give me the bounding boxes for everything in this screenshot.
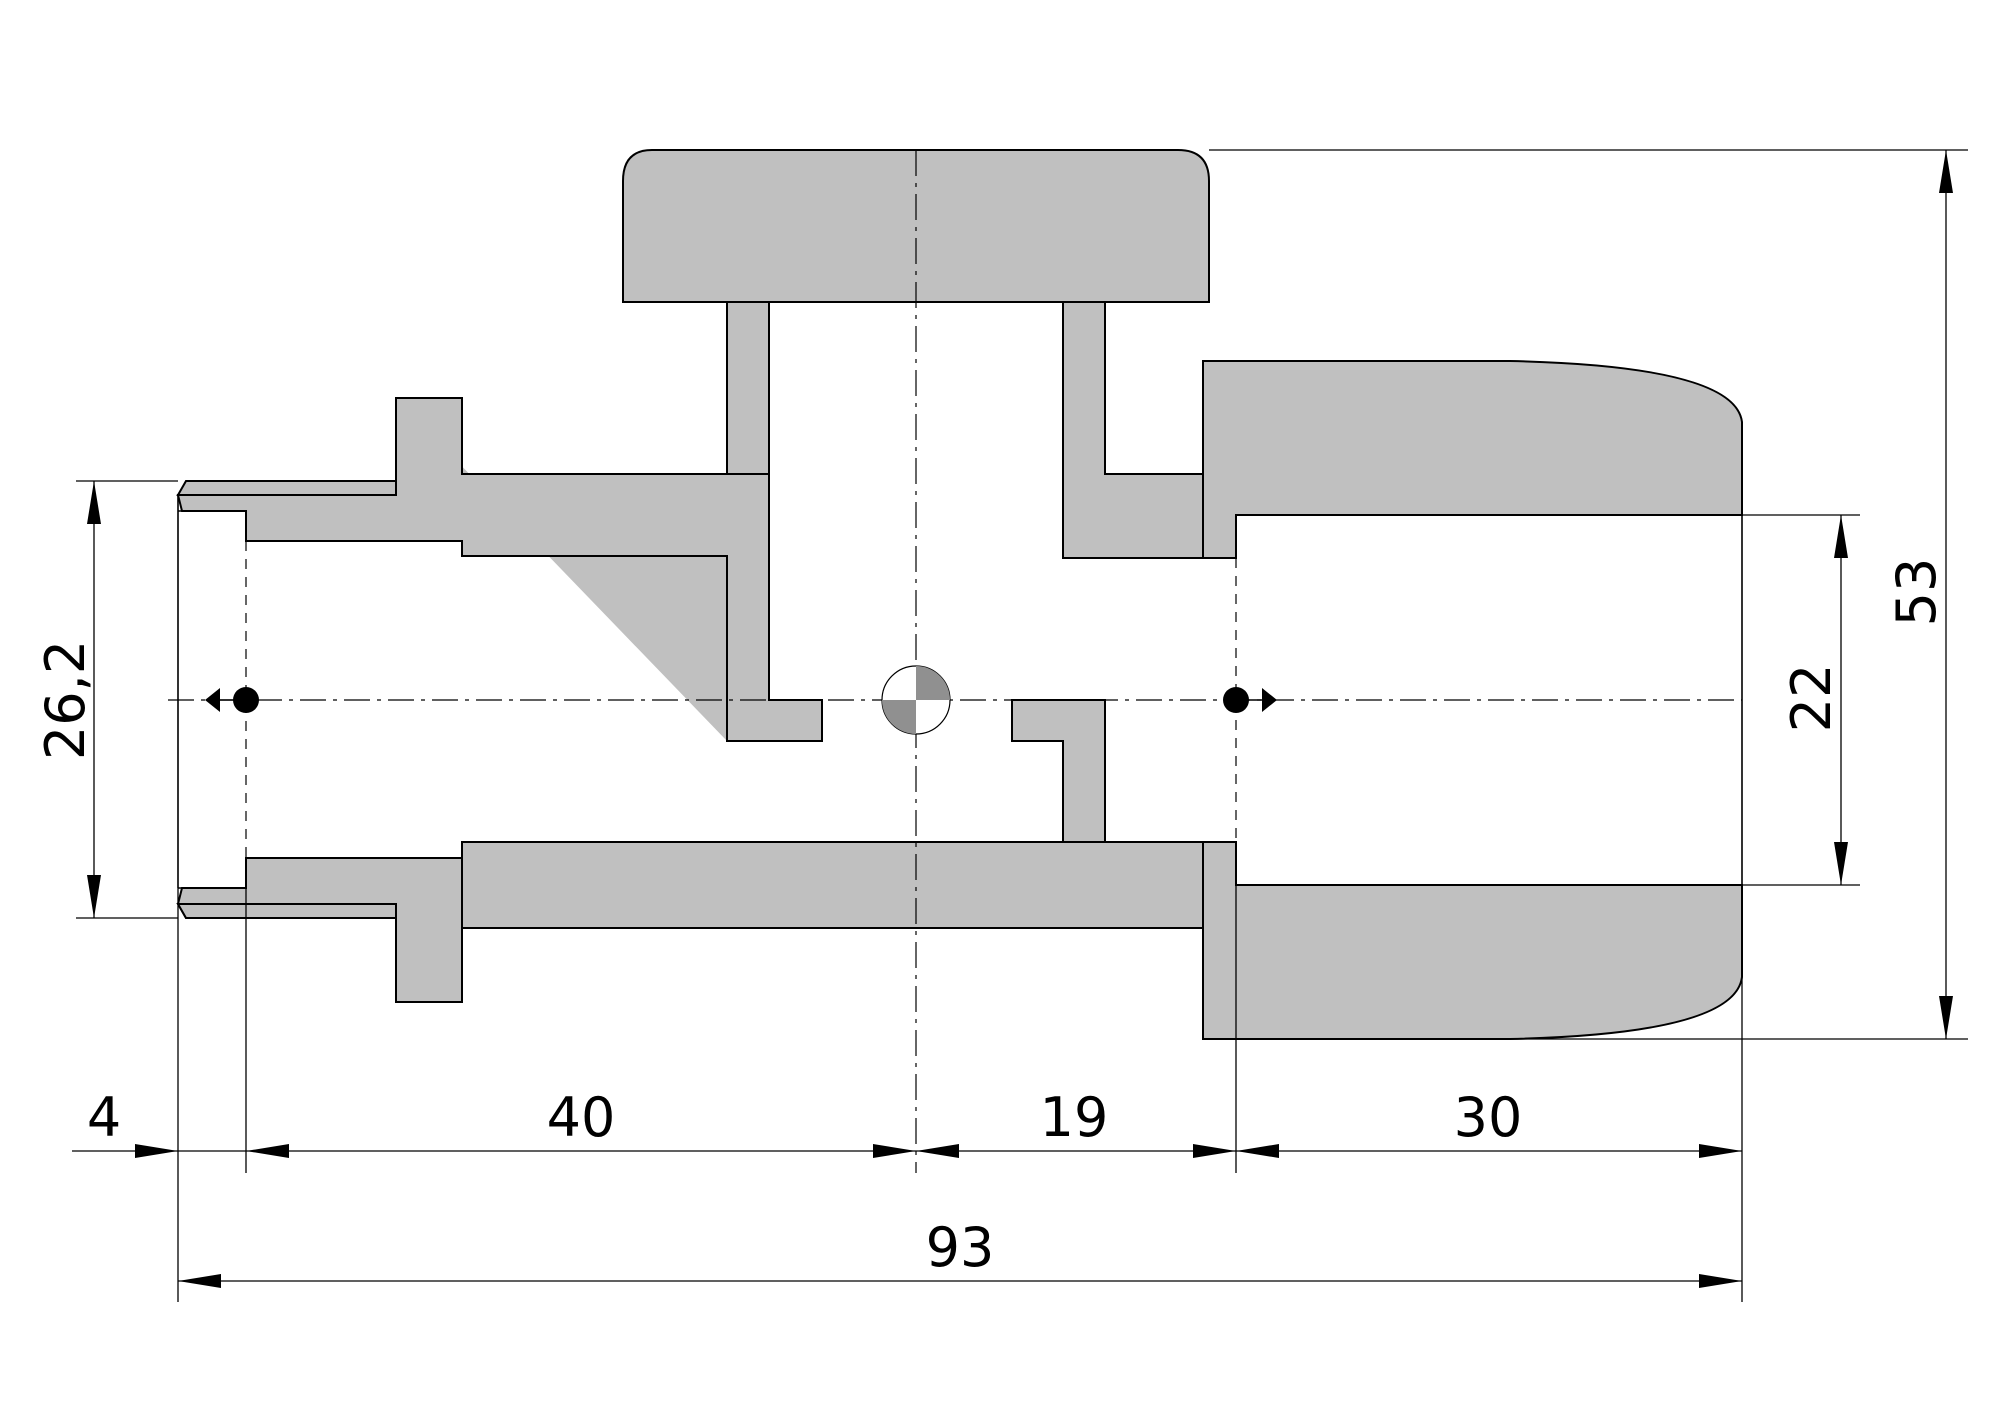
left-insertion-marker: [205, 687, 259, 713]
upper-thread: [176, 480, 397, 496]
dim-valve-to-socket: 19: [1040, 1086, 1109, 1149]
dim-left-offset: 4: [87, 1086, 121, 1149]
dimension-texts: 4 40 19 30 93 26,2 22 53: [34, 558, 1948, 1279]
valve-body: [176, 149, 1743, 1040]
dim-socket-diameter: 22: [1780, 664, 1843, 733]
upper-body: [176, 397, 823, 742]
stem-left: [726, 301, 770, 475]
dim-male-length: 40: [547, 1086, 616, 1149]
lower-body: [176, 857, 463, 1003]
handle-cap: [622, 149, 1210, 303]
lower-main: [461, 841, 1204, 929]
dim-socket-depth: 30: [1454, 1086, 1523, 1149]
right-upper-seat: [1062, 301, 1204, 559]
construction-lines: [168, 150, 1742, 1173]
dim-thread-diameter: 26,2: [34, 640, 97, 760]
lower-thread: [176, 903, 397, 919]
center-marker: [881, 665, 951, 735]
socket-inner: [1236, 514, 1743, 886]
right-insertion-marker: [1223, 687, 1277, 713]
dim-total-length: 93: [926, 1216, 995, 1279]
socket-bottom: [1202, 841, 1743, 1040]
extension-lines: [76, 149, 1968, 1302]
left-bore-step: [177, 495, 247, 889]
dimension-lines: [72, 150, 1953, 1288]
socket-top: [1202, 360, 1743, 559]
dim-total-height: 53: [1885, 558, 1948, 627]
